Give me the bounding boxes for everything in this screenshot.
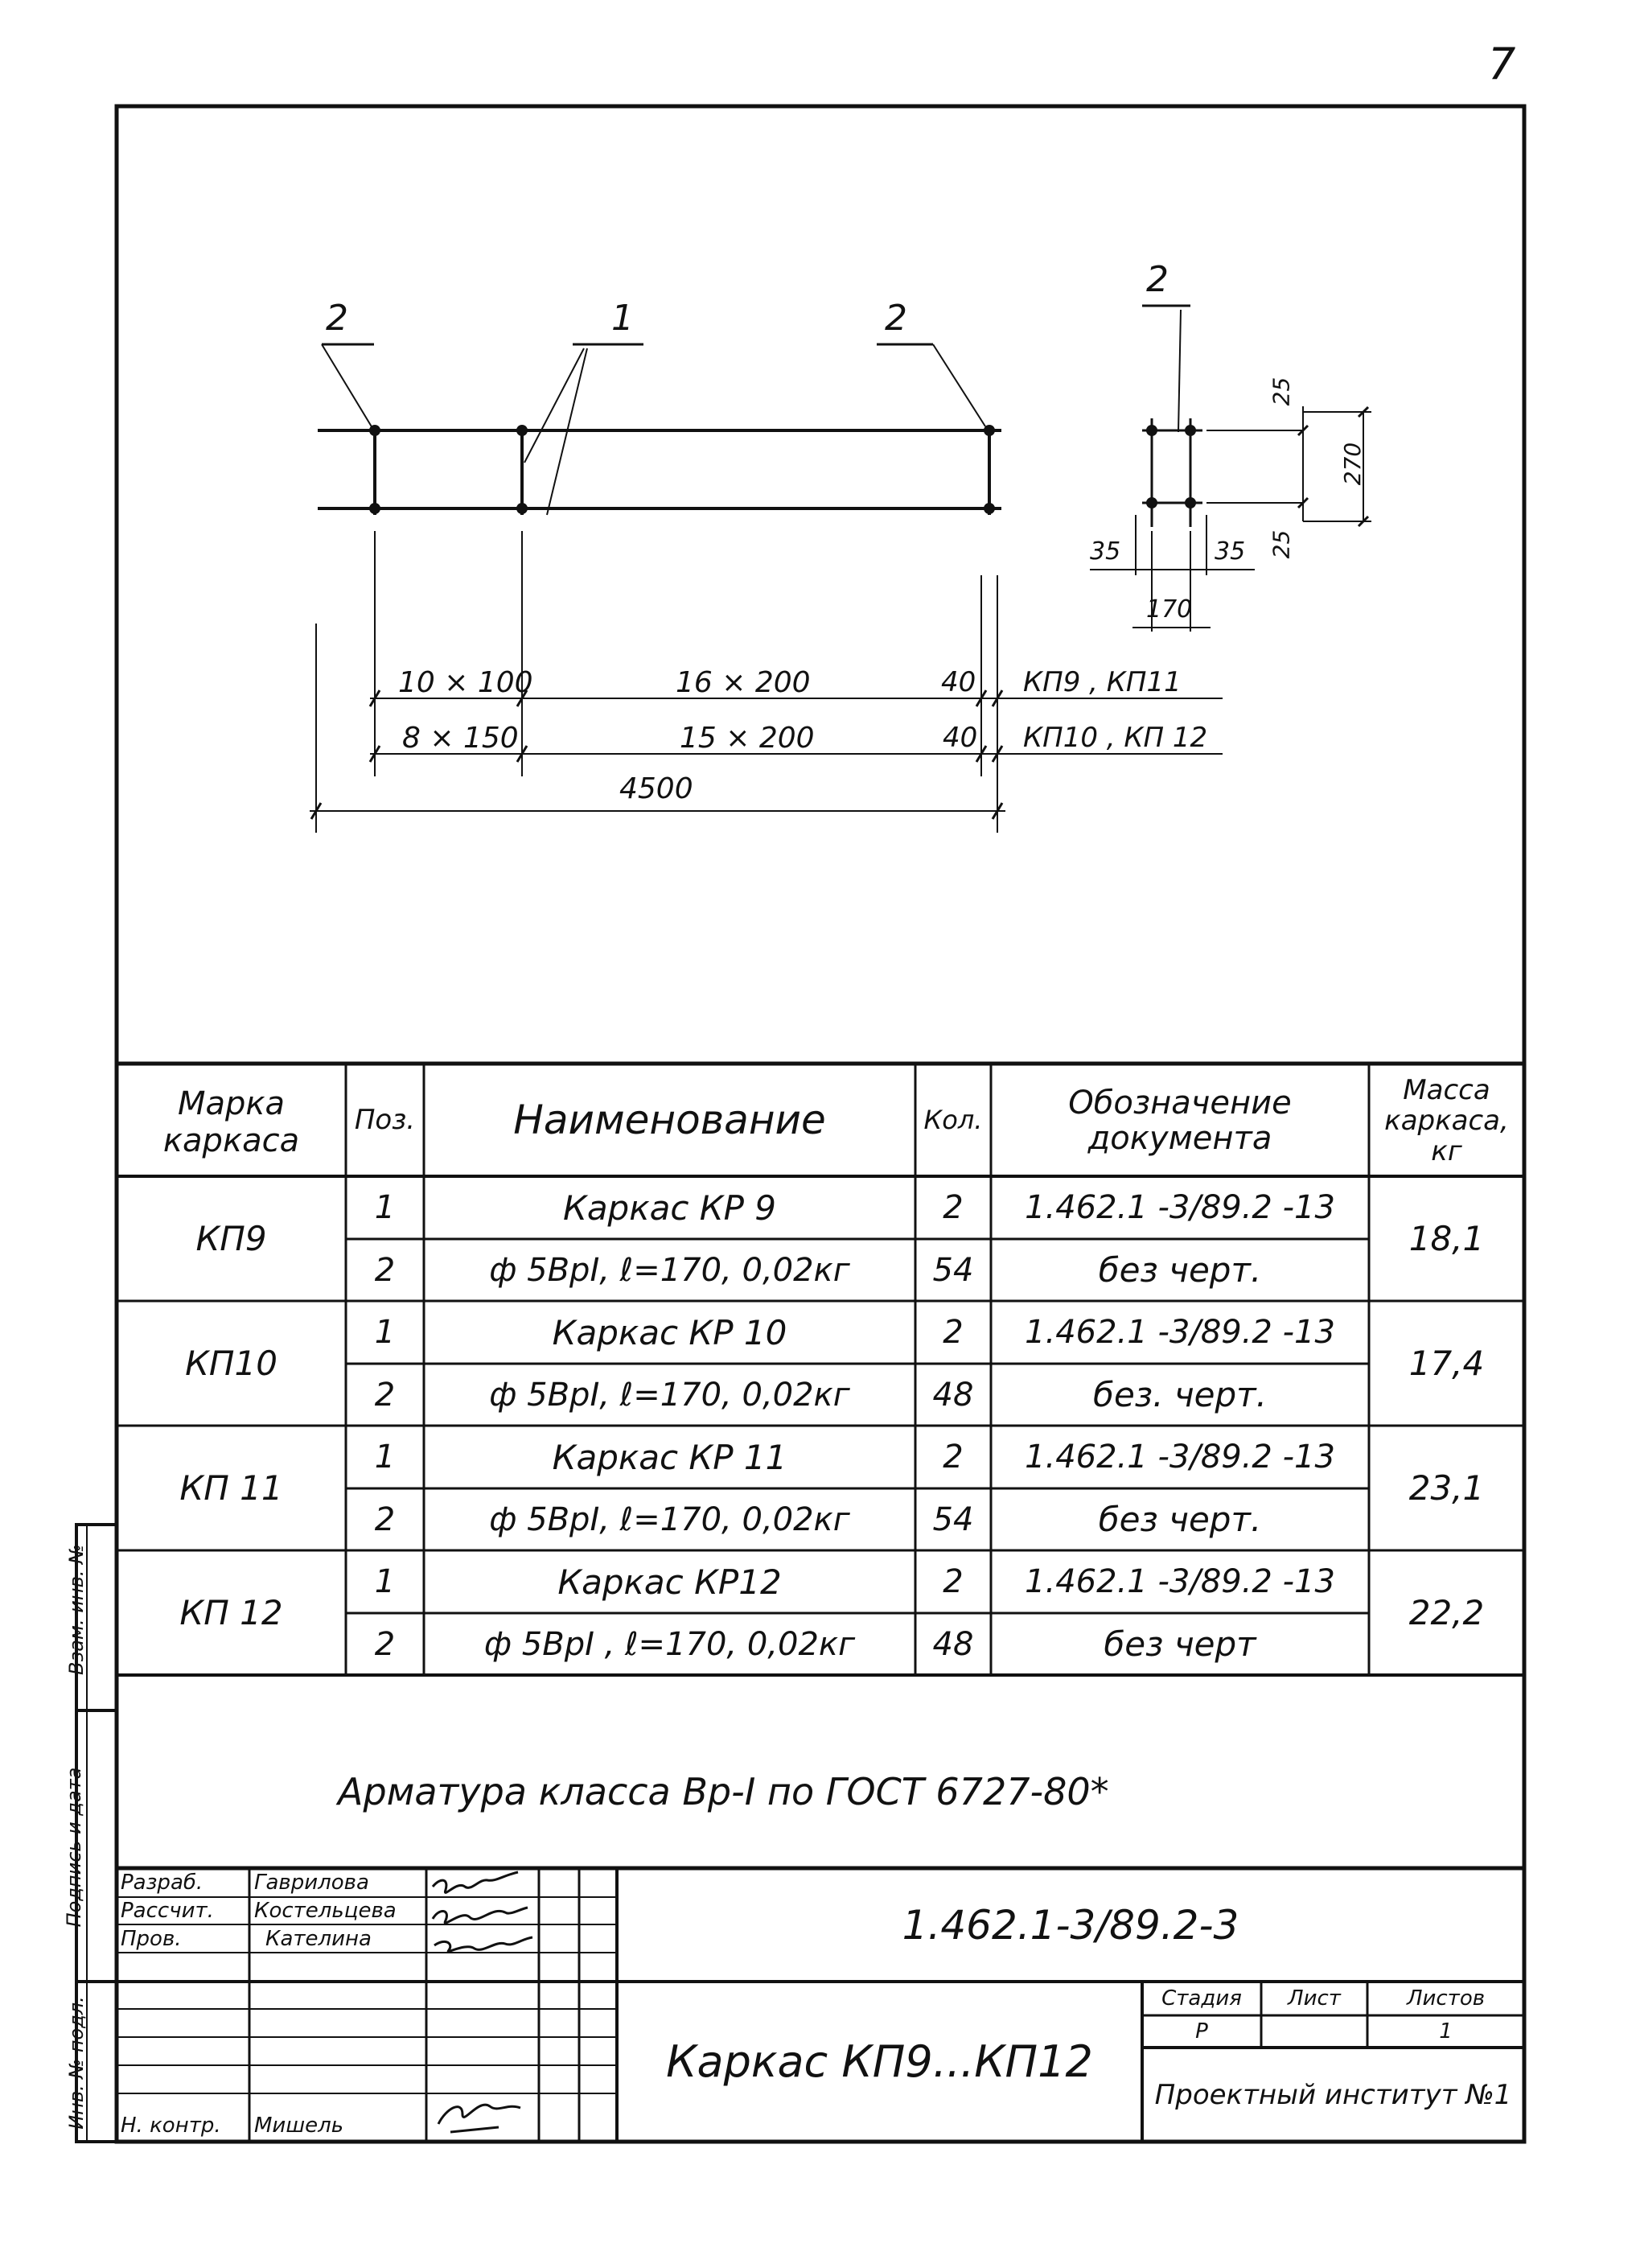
section-dim-height: 270	[1339, 442, 1367, 486]
doc-cell: 1.462.1 -3/89.2 -13	[1025, 1314, 1335, 1351]
name-cell: ф 5ВрI, ℓ=170, 0,02кг	[489, 1251, 850, 1289]
stamp-inv-orig: Инв. № подл.	[65, 1996, 88, 2130]
doc-cell: 1.462.1 -3/89.2 -13	[1025, 1563, 1335, 1600]
name-cell: ф 5ВрI, ℓ=170, 0,02кг	[489, 1376, 850, 1414]
doc-cell: без черт.	[1098, 1250, 1262, 1290]
qty-cell: 2	[943, 1189, 964, 1226]
name-cell: Каркас КР12	[557, 1562, 782, 1602]
dim-row2-label: КП10 , КП 12	[1023, 722, 1208, 754]
dim-row2-c: 40	[943, 722, 978, 754]
header-doc: Обозначение документа	[1068, 1084, 1292, 1157]
stage-label: Стадия	[1161, 1986, 1242, 2011]
document-code: 1.462.1-3/89.2-3	[902, 1901, 1239, 1949]
section-dim-left: 35	[1090, 537, 1121, 566]
dim-row2-b: 15 × 200	[680, 722, 815, 755]
pos-cell: 2	[374, 1251, 396, 1289]
organization: Проектный институт №1	[1154, 2078, 1512, 2111]
callout-right: 2	[885, 298, 907, 339]
doc-cell: без черт	[1104, 1624, 1256, 1664]
pos-cell: 1	[374, 1189, 396, 1226]
dim-total: 4500	[619, 772, 693, 805]
role-label: Разраб.	[121, 1871, 203, 1895]
role-name: Мишель	[254, 2114, 344, 2138]
section-dim-bottom: 25	[1268, 529, 1295, 559]
qty-cell: 54	[932, 1251, 974, 1289]
callout-middle: 1	[611, 298, 634, 339]
qty-cell: 48	[932, 1376, 974, 1414]
mass-cell: 22,2	[1408, 1593, 1485, 1632]
header-qty: Кол.	[923, 1105, 983, 1135]
sheet-frame	[114, 104, 1527, 2144]
pos-cell: 1	[374, 1314, 396, 1351]
dim-row1-b: 16 × 200	[676, 666, 811, 699]
section-dim-top: 25	[1268, 377, 1295, 406]
pos-cell: 2	[374, 1500, 396, 1538]
stamp-sign-date: Подпись и дата	[63, 1767, 85, 1928]
role-name: Костельцева	[254, 1899, 397, 1923]
callout-section: 2	[1146, 259, 1169, 300]
header-mass: Масса каркаса, кг	[1384, 1073, 1509, 1167]
name-cell: ф 5ВрI, ℓ=170, 0,02кг	[489, 1500, 850, 1538]
mark-cell: КП9	[195, 1219, 267, 1258]
stage-value: Р	[1195, 2019, 1208, 2044]
doc-cell: 1.462.1 -3/89.2 -13	[1025, 1189, 1335, 1226]
mass-cell: 17,4	[1408, 1344, 1485, 1383]
qty-cell: 2	[943, 1314, 964, 1351]
mass-cell: 18,1	[1408, 1219, 1485, 1258]
mass-cell: 23,1	[1408, 1468, 1485, 1508]
doc-cell: 1.462.1 -3/89.2 -13	[1025, 1439, 1335, 1476]
qty-cell: 2	[943, 1439, 964, 1476]
header-pos: Поз.	[354, 1104, 416, 1136]
stamp-inv-replace: Взам. инв. №	[65, 1544, 88, 1675]
callout-left: 2	[326, 298, 348, 339]
doc-cell: без черт.	[1098, 1500, 1262, 1539]
reinforcement-note: Арматура класса Вр-I по ГОСТ 6727-80*	[338, 1770, 1109, 1813]
qty-cell: 48	[932, 1625, 974, 1663]
dim-row1-c: 40	[941, 666, 976, 698]
dim-row1-a: 10 × 100	[398, 666, 533, 699]
pos-cell: 2	[374, 1376, 396, 1414]
sheet-value	[1261, 2015, 1367, 2048]
pos-cell: 1	[374, 1439, 396, 1476]
name-cell: Каркас КР 11	[552, 1437, 787, 1477]
qty-cell: 54	[932, 1500, 974, 1538]
role-label: Н. контр.	[121, 2114, 221, 2138]
sheet-label: Лист	[1288, 1986, 1341, 2011]
header-mark: Марка каркаса	[162, 1085, 300, 1159]
mark-cell: КП10	[185, 1344, 277, 1383]
name-cell: Каркас КР 10	[552, 1312, 787, 1352]
pos-cell: 1	[374, 1563, 396, 1600]
qty-cell: 2	[943, 1563, 964, 1600]
header-name: Наименование	[513, 1097, 826, 1143]
section-dim-right: 35	[1215, 537, 1246, 566]
page-number: 7	[1488, 39, 1516, 89]
role-label: Пров.	[121, 1927, 182, 1951]
doc-cell: без. черт.	[1093, 1375, 1267, 1414]
role-name: Гаврилова	[254, 1871, 369, 1895]
role-name: Кателина	[265, 1927, 372, 1951]
sheets-label: Листов	[1406, 1986, 1486, 2011]
pos-cell: 2	[374, 1625, 396, 1663]
role-label: Рассчит.	[121, 1899, 214, 1923]
dim-row2-a: 8 × 150	[402, 722, 519, 755]
mark-cell: КП 12	[179, 1593, 283, 1632]
drawing-title: Каркас КП9...КП12	[666, 2036, 1093, 2087]
name-cell: ф 5ВрI , ℓ=170, 0,02кг	[483, 1625, 856, 1663]
sheets-value: 1	[1439, 2019, 1453, 2044]
bar-dots	[369, 425, 1196, 514]
mark-cell: КП 11	[179, 1468, 283, 1508]
section-dim-width: 170	[1146, 595, 1193, 624]
signatures	[431, 1871, 533, 2134]
name-cell: Каркас КР 9	[563, 1188, 776, 1228]
dim-row1-label: КП9 , КП11	[1023, 666, 1182, 698]
